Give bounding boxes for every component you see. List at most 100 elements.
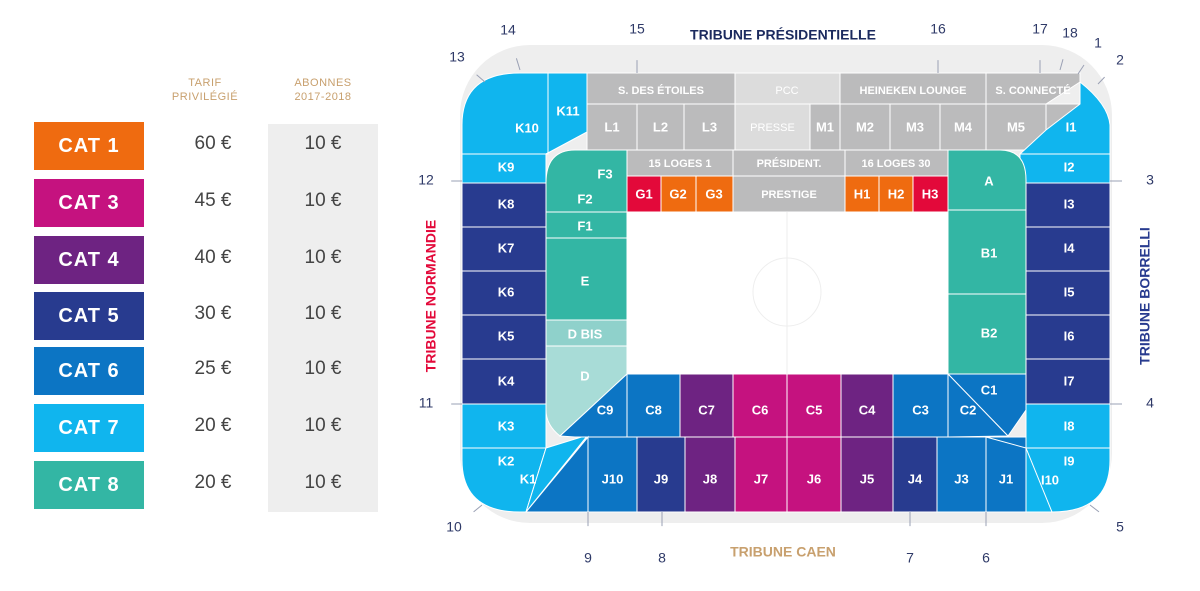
label-j7: J7 (754, 471, 768, 486)
label-j3: J3 (954, 471, 968, 486)
label-k11: K11 (556, 103, 579, 118)
label-j6: J6 (807, 471, 821, 486)
gate-number: 17 (1032, 21, 1048, 37)
gate-leader-line (1077, 64, 1085, 75)
category-badge: CAT 3 (34, 179, 144, 227)
gate-number: 1 (1094, 35, 1102, 51)
label-j10: J10 (602, 471, 624, 486)
label-c1: C1 (981, 382, 998, 397)
section-k11 (545, 72, 588, 155)
category-badge: CAT 5 (34, 292, 144, 340)
gate-number: 14 (500, 22, 516, 38)
gate-number: 7 (906, 550, 914, 566)
label-prestige: PRESTIGE (761, 189, 817, 201)
stand-west-label: TRIBUNE NORMANDIE (423, 220, 439, 372)
section-c5 (786, 373, 842, 438)
label-i1: I1 (1066, 119, 1077, 134)
tarif-header: TARIF PRIVILÉGIÉ (150, 76, 260, 104)
category-badge: CAT 7 (34, 404, 144, 452)
label-e: E (581, 273, 590, 288)
section-k7 (461, 226, 547, 272)
label-c3: C3 (912, 402, 929, 417)
label-k5: K5 (498, 328, 515, 343)
label-i9: I9 (1064, 453, 1075, 468)
section-j8 (684, 436, 736, 513)
stand-north-label: TRIBUNE PRÉSIDENTIELLE (690, 27, 876, 43)
label-j9: J9 (654, 471, 668, 486)
label-m2: M2 (856, 119, 874, 134)
label-president: PRÉSIDENT. (757, 157, 822, 170)
category-badge: CAT 4 (34, 236, 144, 284)
section-i1 (1018, 80, 1111, 155)
tarif-price: 60 € (194, 133, 232, 154)
abonnes-price: 10 € (304, 358, 342, 379)
label-j5: J5 (860, 471, 874, 486)
section-j6 (786, 436, 842, 513)
abonnes-header-line2: 2017-2018 (294, 91, 352, 103)
gate-number: 11 (419, 395, 434, 411)
abonnes-price: 10 € (304, 415, 342, 436)
label-h2: H2 (888, 186, 905, 201)
label-c7: C7 (698, 402, 715, 417)
gate-number: 6 (982, 550, 990, 566)
label-loges30: 16 LOGES 30 (861, 158, 930, 170)
section-j10 (587, 436, 638, 513)
section-i5 (1025, 270, 1111, 316)
section-heineken (839, 72, 987, 105)
gate-number: 12 (418, 172, 434, 188)
gate-leader-line (473, 504, 483, 513)
label-g3: G3 (705, 186, 722, 201)
label-l2: L2 (653, 119, 668, 134)
label-k10: K10 (515, 120, 539, 135)
category-badge: CAT 1 (34, 122, 144, 170)
gate-number: 3 (1146, 172, 1154, 188)
label-k9: K9 (498, 159, 515, 174)
category-badge: CAT 6 (34, 347, 144, 395)
section-c8 (626, 373, 681, 438)
stand-east-label: TRIBUNE BORRELLI (1137, 227, 1153, 365)
label-h3: H3 (922, 186, 939, 201)
abonnes-header-line1: ABONNES (294, 77, 352, 89)
label-i7: I7 (1064, 373, 1075, 388)
section-c3 (892, 373, 949, 438)
label-c5: C5 (806, 402, 823, 417)
stand-south-label: TRIBUNE CAEN (730, 544, 836, 560)
section-l3 (683, 103, 736, 151)
label-c8: C8 (645, 402, 662, 417)
section-i6 (1025, 314, 1111, 360)
label-l3: L3 (702, 119, 717, 134)
label-i8: I8 (1064, 418, 1075, 433)
label-k7: K7 (498, 240, 515, 255)
section-b2 (947, 293, 1027, 375)
section-k4 (461, 358, 547, 405)
label-i3: I3 (1064, 196, 1075, 211)
label-m1: M1 (816, 119, 834, 134)
tarif-price: 20 € (194, 472, 232, 493)
label-g2: G2 (669, 186, 686, 201)
label-m4: M4 (954, 119, 973, 134)
section-c4 (840, 373, 894, 438)
section-j1 (985, 436, 1027, 513)
label-k1: K1 (520, 471, 537, 486)
label-m5: M5 (1007, 119, 1025, 134)
section-k2 (461, 447, 547, 513)
gate-number: 9 (584, 550, 592, 566)
abonnes-price: 10 € (304, 190, 342, 211)
tarif-price: 30 € (194, 303, 232, 324)
tarif-price: 40 € (194, 247, 232, 268)
label-c4: C4 (859, 402, 876, 417)
label-i5: I5 (1064, 284, 1075, 299)
section-f3 (545, 149, 628, 213)
label-i6: I6 (1064, 328, 1075, 343)
label-m3: M3 (906, 119, 924, 134)
gate-number: 5 (1116, 519, 1124, 535)
section-m2 (839, 103, 891, 151)
label-h1: H1 (854, 186, 871, 201)
label-f2: F2 (577, 191, 592, 206)
tarif-header-line2: PRIVILÉGIÉ (171, 91, 239, 103)
label-presse: PRESSE (750, 122, 795, 134)
section-loges1 (626, 149, 734, 177)
label-c2: C2 (960, 402, 977, 417)
tarif-price: 20 € (194, 415, 232, 436)
